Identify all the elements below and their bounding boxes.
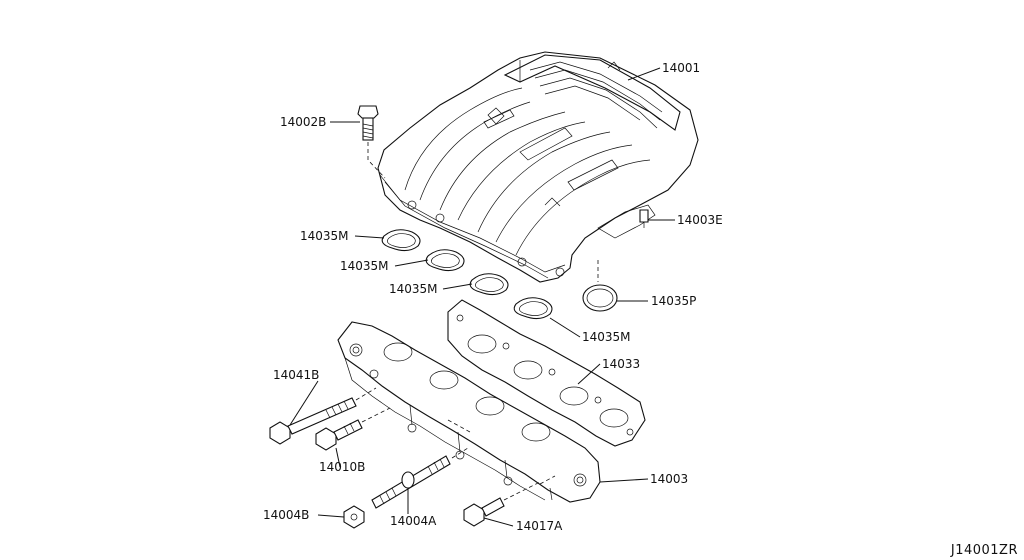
leader-lines <box>289 67 675 527</box>
gasket-14035m-3 <box>469 273 509 296</box>
label-14035m-2: 14035M <box>340 259 389 273</box>
stud-14010b-illustration <box>315 407 391 451</box>
diagram-reference-code: J14001ZR <box>950 543 1018 558</box>
label-14035m-4: 14035M <box>582 330 631 344</box>
label-14035m-1: 14035M <box>300 229 349 243</box>
gasket-14035m-4 <box>513 297 553 320</box>
alignment-lines <box>447 419 556 485</box>
gasket-14035m-2 <box>425 249 465 272</box>
nut-14004b-illustration <box>343 505 365 529</box>
gasket-14035m-1 <box>381 229 421 252</box>
label-14004a: 14004A <box>390 514 437 528</box>
label-14041b: 14041B <box>273 368 320 382</box>
label-14010b: 14010B <box>319 460 366 474</box>
label-14001: 14001 <box>662 61 701 75</box>
stud-14004a-illustration <box>371 447 469 509</box>
bolt-14002b-illustration <box>357 105 386 179</box>
label-14035m-3: 14035M <box>389 282 438 296</box>
gasket-14035p <box>582 260 618 312</box>
label-14002b: 14002B <box>280 115 327 129</box>
label-14003e: 14003E <box>677 213 723 227</box>
intake-collector-illustration <box>377 51 699 283</box>
label-14033: 14033 <box>602 357 641 371</box>
bolt-14041b-illustration <box>269 387 377 445</box>
bolt-14017a-illustration <box>463 481 541 527</box>
label-14003: 14003 <box>650 472 689 486</box>
label-14017a: 14017A <box>516 519 563 533</box>
sensor-14003e-illustration <box>639 209 649 228</box>
label-14035p: 14035P <box>651 294 697 308</box>
manifold-gasket-14033 <box>447 299 646 447</box>
label-14004b: 14004B <box>263 508 310 522</box>
